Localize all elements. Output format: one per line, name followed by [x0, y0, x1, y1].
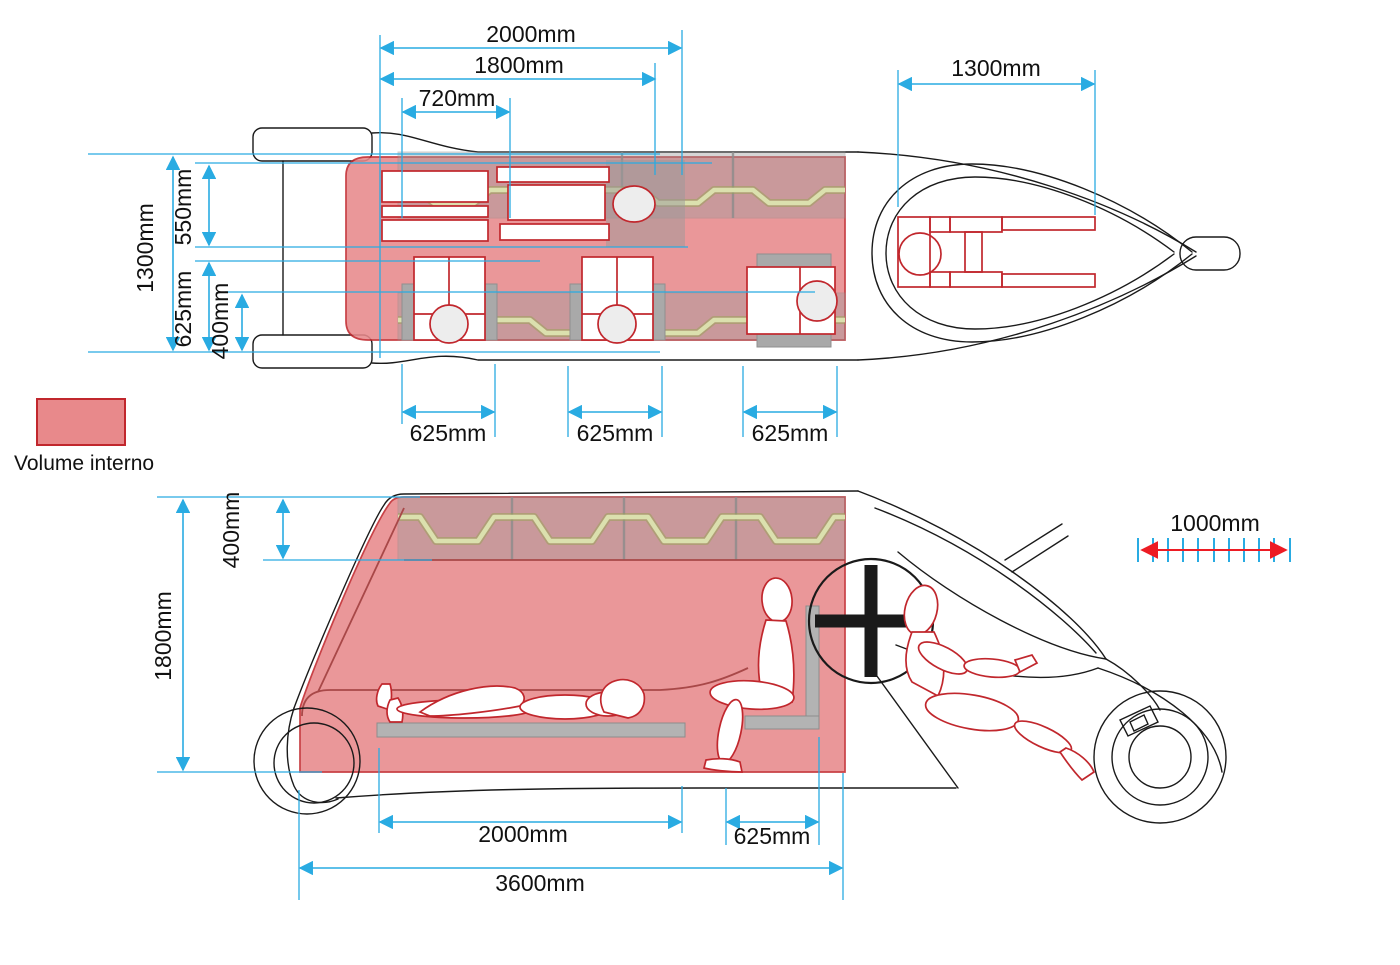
dim-label-width-1300: 1300mm: [132, 203, 158, 292]
side-view-dimensions: 1800mm 400mm 2000mm 625mm 3600mm: [150, 492, 844, 900]
dim-label-seat-625: 625mm: [734, 823, 811, 849]
plan-seat-2: [569, 256, 666, 344]
top-view-driver-figure: [897, 216, 1096, 288]
side-view-body-outline: [253, 490, 1227, 824]
dim-label-550: 550mm: [170, 169, 196, 246]
rear-wheel: [1093, 690, 1227, 824]
dim-label-2000: 2000mm: [486, 21, 575, 47]
plan-seat-3: [746, 253, 838, 348]
side-view-seated-figure: [702, 577, 820, 773]
tail-hitch: [1179, 236, 1241, 271]
side-view: 1000mm: [150, 490, 1291, 900]
dim-label-720: 720mm: [419, 85, 496, 111]
rear-brake-detail: [1119, 705, 1159, 737]
dim-label-tail-1300: 1300mm: [951, 55, 1040, 81]
side-view-driver-figure: [903, 584, 1096, 782]
dim-label-seat3-625: 625mm: [752, 420, 829, 446]
side-view-lying-figure: [375, 678, 686, 738]
dim-label-seat1-625: 625mm: [410, 420, 487, 446]
dim-label-400: 400mm: [207, 283, 233, 360]
dim-label-seat2-625: 625mm: [577, 420, 654, 446]
front-wheel: [253, 707, 361, 815]
dim-label-width-625: 625mm: [170, 271, 196, 348]
dim-label-overall-3600: 3600mm: [495, 870, 584, 896]
side-view-roof-band: [397, 496, 846, 561]
lying-figure-head: [599, 678, 646, 719]
plan-seat-2-head: [597, 304, 637, 344]
plan-bed-head: [612, 185, 656, 223]
scale-bar: 1000mm: [1137, 510, 1291, 562]
legend: Volume interno: [14, 398, 154, 475]
scale-bar-label: 1000mm: [1170, 510, 1259, 536]
bed-platform: [376, 722, 686, 738]
top-view-body-outline: [252, 127, 1241, 369]
plan-driver-head: [898, 232, 942, 276]
top-view-seats: [401, 253, 838, 348]
dim-label-1800: 1800mm: [474, 52, 563, 78]
side-view-interior-contours: [301, 507, 845, 717]
dim-label-floor-2000: 2000mm: [478, 821, 567, 847]
seat-pan: [744, 715, 820, 730]
plan-seat-1: [401, 256, 498, 344]
top-view-bed-furniture: [381, 160, 685, 247]
dim-label-roof-400: 400mm: [218, 492, 244, 569]
tail-cockpit-outline: [871, 163, 1193, 343]
top-view-dimensions: 2000mm 1800mm 720mm 1300mm 1300mm 550mm …: [88, 21, 1096, 446]
top-view: 2000mm 1800mm 720mm 1300mm 1300mm 550mm …: [88, 21, 1241, 446]
legend-swatch: [36, 398, 126, 446]
legend-label: Volume interno: [14, 452, 154, 475]
plan-seat-1-head: [429, 304, 469, 344]
driver-head: [903, 584, 939, 636]
dim-label-height-1800: 1800mm: [150, 591, 176, 680]
plan-seat-3-head: [796, 280, 838, 322]
